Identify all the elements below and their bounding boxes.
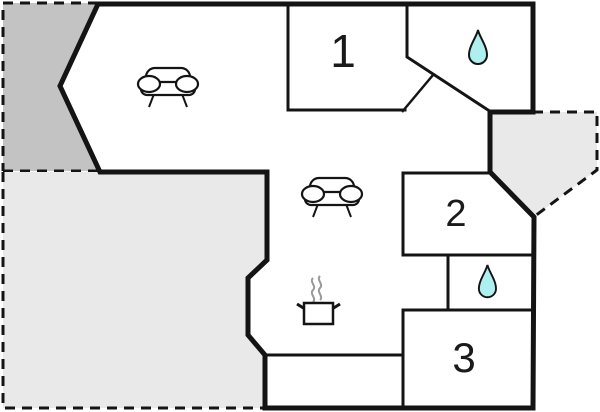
cooking-pot-icon: [296, 275, 341, 326]
interior-walls: [263, 2, 535, 410]
building-outline: [57, 1, 537, 411]
room-label-3: 3: [452, 334, 475, 381]
water-drop-icon: [477, 264, 497, 299]
terrace-top-left: [3, 3, 100, 171]
terrace-bottom-left: [3, 172, 267, 408]
terrace-bottom-left-dashed-border: [1, 172, 265, 410]
room-label-2: 2: [445, 193, 466, 235]
door-swing-line: [401, 74, 434, 113]
terrace-right: [490, 112, 597, 216]
sofa-icon: [300, 176, 364, 218]
water-drop-icon: [467, 29, 489, 65]
room-label-1: 1: [330, 25, 356, 77]
steam-icon: [310, 275, 323, 303]
terrace-right-dashed-border: [533, 110, 599, 218]
sofa-icon: [136, 66, 200, 108]
terrace-top-left-dashed-border: [1, 1, 98, 171]
